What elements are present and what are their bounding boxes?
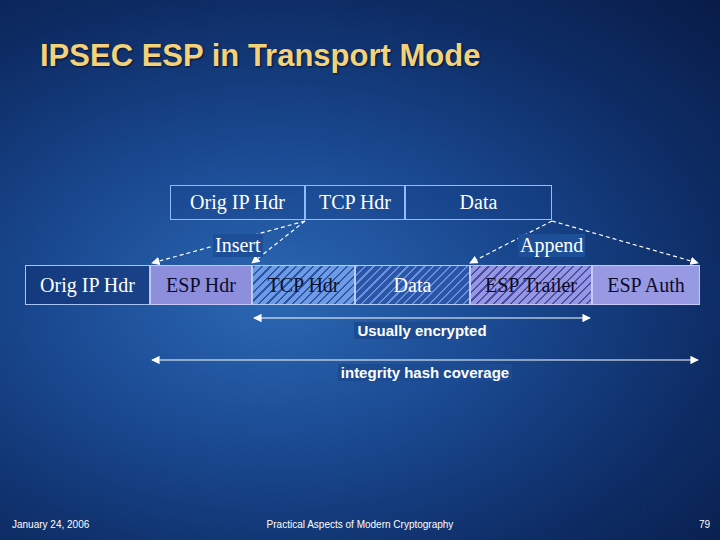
- esp-header: ESP Hdr: [150, 265, 252, 305]
- slide-title: IPSEC ESP in Transport Mode: [40, 38, 480, 74]
- field-label: Data: [394, 274, 432, 297]
- tcp-header: TCP Hdr: [252, 265, 355, 305]
- append-label: Append: [518, 234, 585, 257]
- insert-label: Insert: [213, 234, 263, 257]
- span-label: integrity hash coverage: [338, 364, 512, 381]
- field-label: ESP Trailer: [485, 274, 577, 297]
- original-ip-header: Orig IP Hdr: [25, 265, 150, 305]
- field-label: TCP Hdr: [319, 191, 391, 214]
- field-label: Orig IP Hdr: [190, 191, 285, 214]
- encryption-span-arrow: [254, 317, 590, 318]
- esp-auth: ESP Auth: [592, 265, 700, 305]
- payload-data: Data: [405, 185, 552, 220]
- original-ip-header: Orig IP Hdr: [170, 185, 305, 220]
- span-label: Usually encrypted: [354, 322, 489, 339]
- payload-data: Data: [355, 265, 470, 305]
- footer-date: January 24, 2006: [12, 519, 89, 530]
- footer-course: Practical Aspects of Modern Cryptography: [267, 519, 454, 530]
- field-label: ESP Hdr: [166, 274, 236, 297]
- field-label: Orig IP Hdr: [40, 274, 135, 297]
- field-label: TCP Hdr: [267, 274, 339, 297]
- tcp-header: TCP Hdr: [305, 185, 405, 220]
- field-label: ESP Auth: [607, 274, 685, 297]
- esp-trailer: ESP Trailer: [470, 265, 592, 305]
- slide-number: 79: [699, 519, 710, 530]
- insert-guide: [152, 221, 305, 263]
- integrity-span-arrow: [152, 359, 698, 360]
- field-label: Data: [460, 191, 498, 214]
